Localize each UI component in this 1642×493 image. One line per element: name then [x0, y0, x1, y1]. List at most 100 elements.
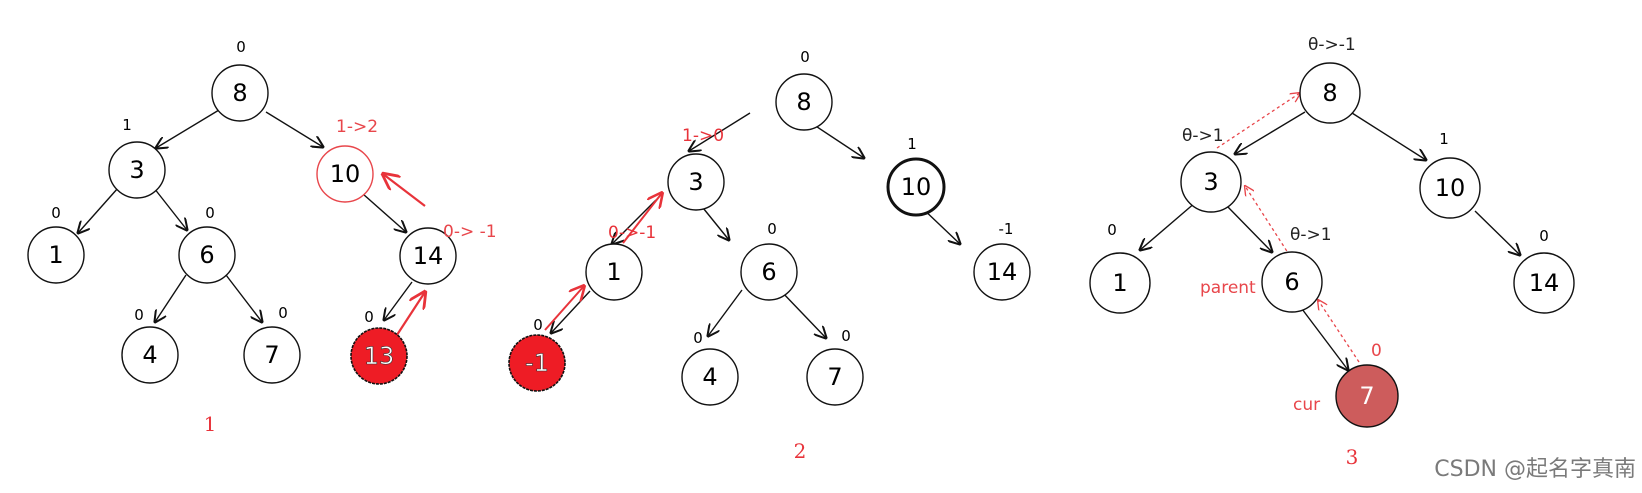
node-4: 4: [681, 348, 739, 406]
bf-7: 0: [841, 327, 851, 345]
bf-10: 1: [1439, 130, 1449, 148]
node-3-label: 3: [129, 156, 144, 184]
bf-6: 0: [205, 204, 215, 222]
node-3: 3: [1180, 151, 1242, 213]
bf-6: θ->1: [1290, 225, 1332, 245]
caption-3: 3: [1346, 445, 1359, 469]
bf-8: 0: [800, 48, 810, 66]
edge-8-10: [265, 111, 323, 147]
node-14: 14: [399, 227, 457, 285]
bf-14: 0: [1539, 227, 1549, 245]
node-13-label: 13: [364, 342, 395, 370]
node-14-label: 14: [1529, 269, 1560, 297]
bf-6: 0: [767, 220, 777, 238]
bf-4: 0: [693, 329, 703, 347]
node-1-label: 1: [1112, 269, 1127, 297]
edge-8-10: [1351, 112, 1426, 160]
red-arrow-1-to-3: [622, 193, 662, 244]
edge-6-4: [155, 274, 187, 322]
node-1: 1: [1089, 252, 1151, 314]
cur-label: cur: [1293, 395, 1320, 415]
node-14: 14: [1513, 252, 1575, 314]
bf-14: -1: [999, 220, 1014, 238]
bf-10: 1: [907, 135, 917, 153]
bf-3: θ->1: [1182, 126, 1224, 146]
node-4-label: 4: [142, 341, 157, 369]
edge-10-14: [1474, 210, 1520, 255]
edge-3-1: [1140, 201, 1197, 250]
node-6: 6: [740, 243, 798, 301]
edge-8-3: [1235, 111, 1306, 154]
watermark: CSDN @起名字真南: [1434, 457, 1636, 482]
node-3: 3: [667, 153, 725, 211]
caption-1: 1: [204, 412, 217, 436]
bf-neg1: 0: [533, 316, 543, 334]
node-4: 4: [121, 326, 179, 384]
node-3: 3: [108, 141, 166, 199]
bf-14: 0-> -1: [443, 222, 497, 242]
node-14-label: 14: [413, 242, 444, 270]
bf-1: 0->-1: [608, 223, 656, 243]
red-arrow-13-to-14: [394, 292, 425, 339]
bf-8: θ->-1: [1308, 35, 1356, 55]
node-1-label: 1: [606, 258, 621, 286]
node-8: 8: [775, 73, 833, 131]
bf-1: 0: [1107, 221, 1117, 239]
bf-13: 0: [364, 308, 374, 326]
bf-8: 0: [236, 38, 246, 56]
node-neg1-inserted: -1: [508, 334, 566, 392]
node-3-label: 3: [688, 168, 703, 196]
caption-2: 2: [794, 439, 807, 463]
node-neg1-label: -1: [525, 349, 549, 377]
dotted-arrow-7-to-6: [1318, 300, 1360, 363]
bf-8-text: θ->-1: [1308, 35, 1356, 55]
bf-3: 1->0: [682, 126, 724, 146]
edge-3-6: [1225, 204, 1272, 252]
node-7-cur: 7: [1335, 364, 1399, 428]
node-6: 6: [178, 226, 236, 284]
node-8: 8: [211, 64, 269, 122]
edge-6-7: [1298, 304, 1348, 370]
node-1-label: 1: [48, 241, 63, 269]
node-14-label: 14: [987, 258, 1018, 286]
tree-diagram-2: 8 3 10 1 6 14 -1 4: [508, 48, 1031, 463]
node-10-label: 10: [1435, 174, 1466, 202]
edge-3-6: [153, 187, 187, 230]
node-6-label: 6: [1284, 268, 1299, 296]
node-10-label: 10: [901, 173, 932, 201]
node-4-label: 4: [702, 363, 717, 391]
node-1: 1: [585, 243, 643, 301]
edge-6-7: [225, 274, 262, 322]
red-arrow-14-to-10: [383, 174, 426, 207]
node-10: 10: [886, 157, 946, 217]
node-10: 10: [1419, 157, 1481, 219]
node-6: 6: [1261, 251, 1323, 313]
node-10-label: 10: [330, 160, 361, 188]
edge-3-1: [78, 187, 119, 233]
red-arrow-neg1-to-1: [544, 286, 584, 331]
node-6-label: 6: [761, 258, 776, 286]
bf-7: 0: [1371, 341, 1382, 361]
node-7-label: 7: [827, 363, 842, 391]
node-7-label: 7: [264, 341, 279, 369]
edge-1-neg1: [551, 290, 591, 333]
node-7: 7: [806, 348, 864, 406]
dotted-arrow-6-to-3: [1245, 186, 1291, 257]
bf-7: 0: [278, 304, 288, 322]
node-1: 1: [27, 226, 85, 284]
node-7-label: 7: [1359, 382, 1374, 410]
edge-6-4: [708, 289, 743, 336]
node-8-label: 8: [232, 79, 247, 107]
tree-diagram-1: 8 3 10 1 6 14 4 7: [27, 38, 497, 436]
node-6-label: 6: [199, 241, 214, 269]
bf-10: 1->2: [336, 117, 378, 137]
edge-14-13: [384, 281, 413, 320]
edge-8-3: [156, 109, 220, 148]
node-10: 10: [316, 145, 374, 203]
bf-1: 0: [51, 204, 61, 222]
dotted-arrow-3-to-8: [1216, 93, 1300, 149]
bf-3: 1: [122, 116, 132, 134]
node-8: 8: [1299, 62, 1361, 124]
bf-4: 0: [134, 306, 144, 324]
